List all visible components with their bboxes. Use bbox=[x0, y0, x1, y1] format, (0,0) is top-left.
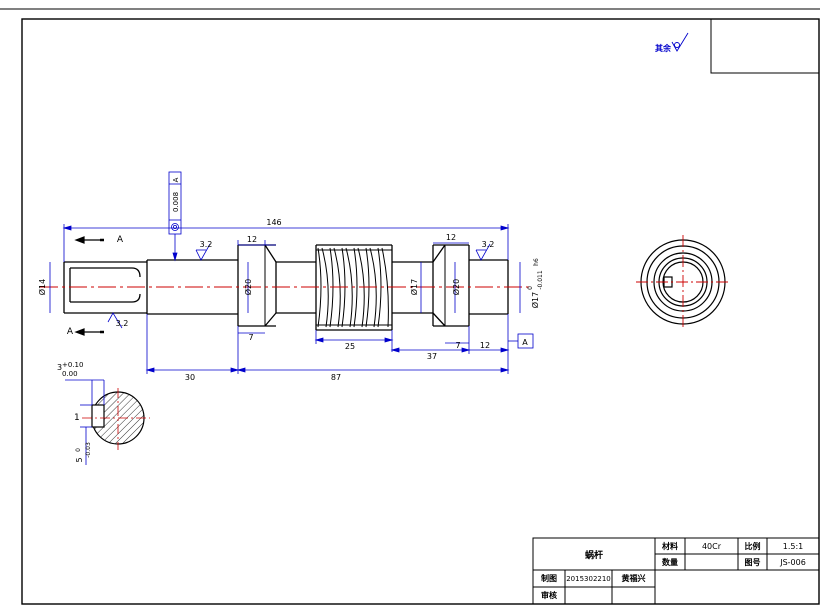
keyway-width-tol-upper: 0 bbox=[75, 448, 82, 452]
runout-datum: A bbox=[172, 177, 180, 182]
dim-right-gap: 7 bbox=[455, 341, 460, 350]
dim-overall-length: 146 bbox=[266, 218, 281, 227]
roughness-symbols bbox=[107, 243, 491, 329]
title-scale-label: 比例 bbox=[744, 541, 761, 551]
dim-right-end-diameter: Ø17 bbox=[530, 292, 540, 308]
roughness-bottom-value: 3.2 bbox=[116, 319, 129, 328]
title-quantity-value bbox=[685, 554, 738, 570]
surface-note: 其余 bbox=[655, 43, 672, 53]
shaft-outline bbox=[63, 244, 509, 331]
dim-left-shaft-diameter: Ø14 bbox=[37, 279, 47, 295]
dim-right-end-width: 12 bbox=[480, 341, 490, 350]
dim-collar-right-diameter: Ø20 bbox=[451, 279, 461, 295]
dim-right-tol-upper: 0 bbox=[527, 286, 534, 290]
section-label-bottom: A bbox=[67, 327, 74, 337]
title-material-value: 40Cr bbox=[701, 541, 722, 551]
title-drawn-label: 制图 bbox=[541, 574, 557, 583]
title-drawn-id: 2015302210 bbox=[566, 574, 611, 583]
dim-main-segment: 87 bbox=[331, 373, 341, 382]
title-drawn-name: 黄福兴 bbox=[621, 574, 646, 583]
roughness-left-value: 3.2 bbox=[200, 240, 213, 249]
worm-threads bbox=[316, 247, 392, 328]
keyway-section-view bbox=[65, 379, 150, 465]
drawing-frame bbox=[21, 18, 820, 605]
keyway-depth-tol-lower: 0.00 bbox=[62, 370, 78, 378]
top-right-box bbox=[710, 18, 820, 74]
dim-center-diameter: Ø17 bbox=[409, 279, 419, 295]
keyway-width: 5 bbox=[75, 457, 84, 462]
dim-left-segment: 30 bbox=[185, 373, 195, 382]
dim-worm-length: 25 bbox=[345, 342, 355, 351]
keyway-depth-tol-upper: +0.10 bbox=[62, 361, 83, 369]
dim-right-fit: h6 bbox=[533, 258, 540, 266]
title-part-name: 蜗杆 bbox=[584, 550, 603, 561]
dim-right-tol-lower: -0.011 bbox=[537, 270, 544, 290]
runout-value: 0.008 bbox=[172, 192, 180, 212]
title-checked-label: 审核 bbox=[541, 591, 557, 600]
dim-right-offset: 37 bbox=[427, 352, 437, 361]
end-view bbox=[636, 235, 730, 330]
title-drawing-no-label: 图号 bbox=[744, 557, 761, 567]
title-quantity-label: 数量 bbox=[662, 557, 678, 567]
section-marks bbox=[74, 236, 104, 336]
title-scale-value: 1.5:1 bbox=[782, 541, 804, 551]
dim-left-gap: 7 bbox=[248, 333, 253, 342]
keyway-width-tol-lower: -0.03 bbox=[85, 442, 92, 458]
title-material-label: 材料 bbox=[662, 541, 678, 551]
dim-collar-left-width: 12 bbox=[247, 235, 257, 244]
dim-collar-left-diameter: Ø20 bbox=[243, 279, 253, 295]
datum-label: A bbox=[522, 338, 528, 347]
section-label-top: A bbox=[117, 235, 124, 245]
runout-tolerance-frame bbox=[168, 171, 182, 262]
roughness-general-symbol bbox=[671, 32, 689, 52]
keyway-label: 1 bbox=[74, 413, 80, 423]
dimension-lines bbox=[49, 224, 534, 374]
dim-collar-right-width: 12 bbox=[446, 233, 456, 242]
roughness-right-value: 3.2 bbox=[482, 240, 495, 249]
keyway-depth: 3 bbox=[57, 363, 62, 372]
title-drawing-no-value: JS-006 bbox=[780, 557, 806, 567]
title-block bbox=[532, 537, 820, 605]
